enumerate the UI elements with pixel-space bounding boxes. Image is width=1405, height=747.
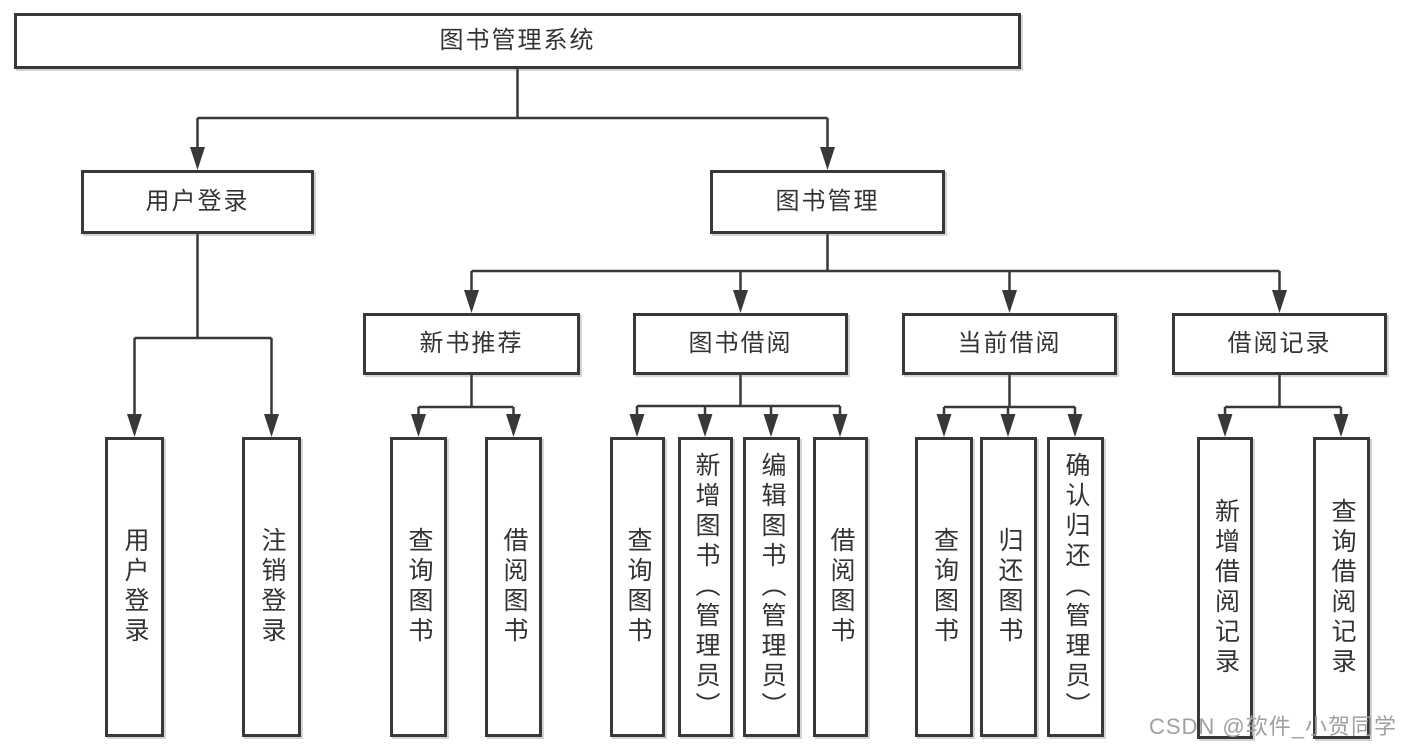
node-book-management: 图书管理 [710, 170, 945, 234]
leaf-logout: 注销登录 [242, 437, 301, 737]
node-label: 当前借阅 [957, 330, 1062, 357]
node-new-book-recommendation: 新书推荐 [363, 313, 580, 375]
node-borrowing-records: 借阅记录 [1172, 313, 1387, 375]
node-label: 新书推荐 [419, 330, 524, 357]
leaf-borrow-books: 借阅图书 [813, 437, 868, 737]
node-label: 查询图书 [624, 527, 652, 647]
leaf-add-books-admin: 新增图书（管理员） [678, 437, 733, 737]
node-label: 图书管理 [775, 188, 880, 215]
leaf-confirm-return-admin: 确认归还（管理员） [1047, 437, 1104, 737]
leaf-return-books: 归还图书 [980, 437, 1037, 737]
node-library-management-system: 图书管理系统 [14, 13, 1021, 69]
leaf-query-books-recommend: 查询图书 [390, 437, 447, 737]
node-label: 借阅记录 [1227, 330, 1332, 357]
node-label: 借阅图书 [500, 527, 528, 647]
node-label: 查询图书 [405, 527, 433, 647]
node-label: 注销登录 [258, 527, 286, 647]
leaf-query-books-current: 查询图书 [915, 437, 973, 737]
node-user-login: 用户登录 [81, 170, 314, 234]
leaf-user-login: 用户登录 [105, 437, 164, 737]
leaf-add-borrowing-record: 新增借阅记录 [1197, 437, 1253, 739]
leaf-query-borrowing-record: 查询借阅记录 [1313, 437, 1370, 739]
leaf-edit-books-admin: 编辑图书（管理员） [743, 437, 800, 737]
arrowheads [127, 147, 1349, 437]
node-label: 图书借阅 [688, 330, 793, 357]
node-book-borrowing: 图书借阅 [633, 313, 848, 375]
node-label: 归还图书 [995, 527, 1023, 647]
node-label: 编辑图书（管理员） [758, 452, 786, 722]
leaf-borrow-books-recommend: 借阅图书 [485, 437, 542, 737]
node-label: 用户登录 [145, 188, 250, 215]
connector-lines [133, 69, 1343, 420]
node-label: 新增借阅记录 [1211, 498, 1240, 678]
node-label: 查询图书 [930, 527, 959, 647]
node-label: 用户登录 [121, 527, 149, 647]
node-current-borrowing: 当前借阅 [902, 313, 1117, 375]
csdn-watermark: CSDN @软件_小贺同学 [1148, 714, 1397, 739]
node-label: 查询借阅记录 [1328, 498, 1356, 678]
node-label: 借阅图书 [827, 527, 855, 647]
node-label: 新增图书（管理员） [692, 452, 720, 722]
node-label: 确认归还（管理员） [1062, 452, 1090, 722]
leaf-query-books-borrowing: 查询图书 [610, 437, 665, 737]
node-label: 图书管理系统 [439, 27, 596, 54]
